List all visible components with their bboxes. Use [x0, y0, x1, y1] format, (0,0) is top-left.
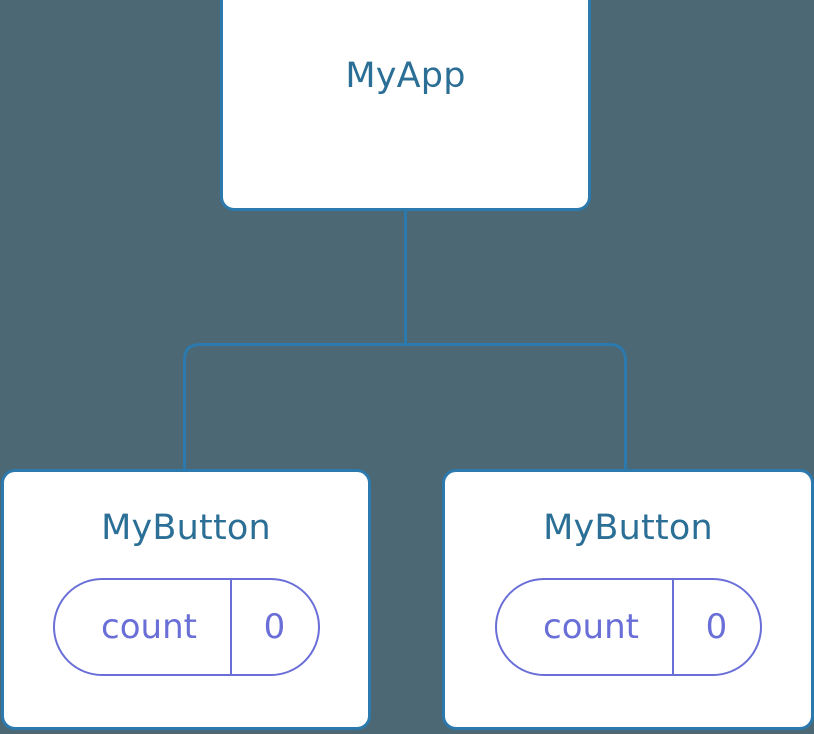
state-value: 0	[229, 580, 318, 674]
component-node-myapp[interactable]: MyApp	[220, 0, 591, 211]
component-node-mybutton-right[interactable]: MyButton count 0	[442, 469, 814, 730]
component-node-label: MyButton	[543, 508, 713, 548]
component-node-label: MyApp	[345, 56, 466, 96]
state-capsule-count[interactable]: count 0	[494, 578, 762, 676]
state-key: count	[101, 607, 197, 647]
connector-branch-left	[183, 343, 406, 472]
state-value: 0	[671, 580, 760, 674]
state-key: count	[543, 607, 639, 647]
component-node-label: MyButton	[101, 508, 271, 548]
connector-branch-right	[405, 343, 627, 472]
component-node-mybutton-left[interactable]: MyButton count 0	[1, 469, 371, 730]
state-capsule-count[interactable]: count 0	[52, 578, 320, 676]
